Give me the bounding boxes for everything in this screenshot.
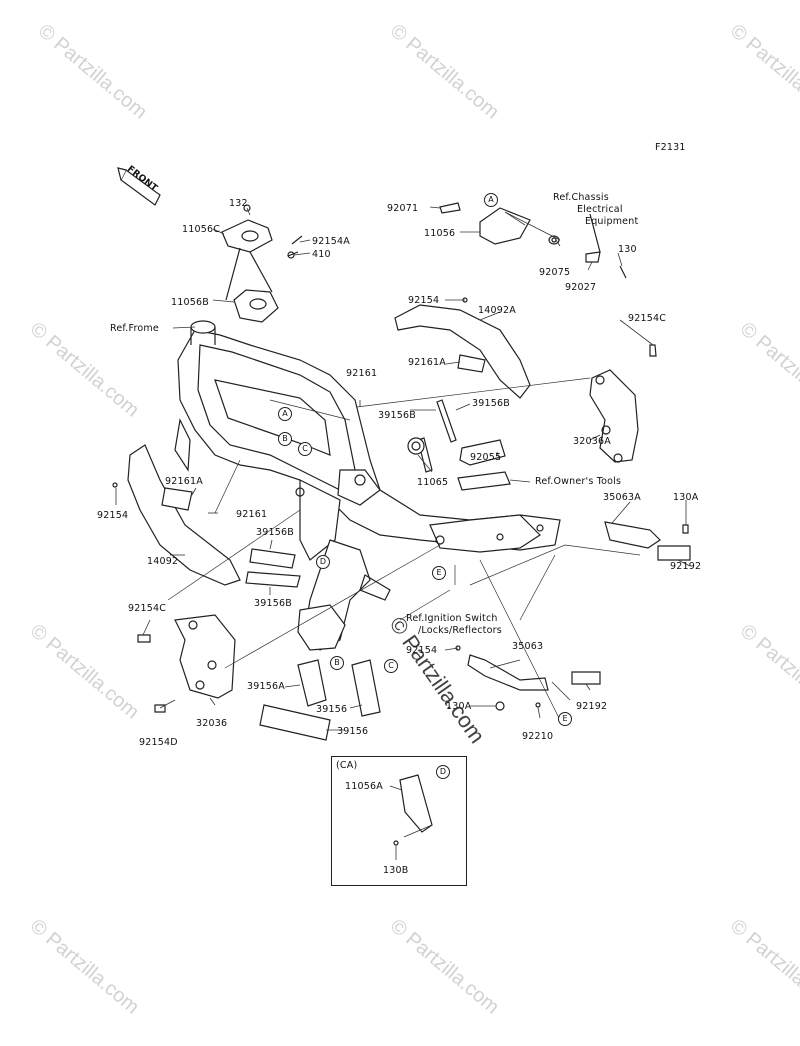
- part-label-39156a[interactable]: 39156A: [247, 681, 285, 692]
- part-label-92154c-left[interactable]: 92154C: [128, 603, 167, 614]
- part-label-92071[interactable]: 92071: [387, 203, 419, 214]
- part-label-132[interactable]: 132: [229, 198, 248, 209]
- ref-chassis-label-1[interactable]: Ref.Chassis: [553, 192, 609, 203]
- part-label-92154-top[interactable]: 92154: [408, 295, 440, 306]
- callout-d-frame: D: [316, 555, 330, 569]
- callout-b-pad: B: [330, 656, 344, 670]
- part-label-39156[interactable]: 39156: [316, 704, 348, 715]
- part-label-130b[interactable]: 130B: [383, 865, 409, 876]
- part-label-14092[interactable]: 14092: [147, 556, 179, 567]
- ca-label: (CA): [336, 760, 358, 771]
- part-label-92027[interactable]: 92027: [565, 282, 597, 293]
- part-label-11065[interactable]: 11065: [417, 477, 449, 488]
- part-label-92161a-left[interactable]: 92161A: [165, 476, 203, 487]
- ref-chassis-label-2[interactable]: Electrical: [577, 204, 623, 215]
- part-label-32036a[interactable]: 32036A: [573, 436, 611, 447]
- part-label-92161-left[interactable]: 92161: [236, 509, 268, 520]
- part-label-11056b[interactable]: 11056B: [171, 297, 209, 308]
- callout-d-ca: D: [436, 765, 450, 779]
- part-label-92192-right[interactable]: 92192: [670, 561, 702, 572]
- callout-c-frame: C: [298, 442, 312, 456]
- ref-frame-label[interactable]: Ref.Frome: [110, 323, 159, 334]
- part-label-39156-bottom[interactable]: 39156: [337, 726, 369, 737]
- callout-c-pad: C: [384, 659, 398, 673]
- part-label-92055[interactable]: 92055: [470, 452, 502, 463]
- ref-ignition-label-2[interactable]: /Locks/Reflectors: [418, 625, 502, 636]
- part-label-410[interactable]: 410: [312, 249, 331, 260]
- part-label-39156b-b[interactable]: 39156B: [378, 410, 416, 421]
- part-label-35063[interactable]: 35063: [512, 641, 544, 652]
- ref-chassis-label-3[interactable]: Equipment: [585, 216, 639, 227]
- part-label-35063a[interactable]: 35063A: [603, 492, 641, 503]
- ref-ignition-label-1[interactable]: Ref.Ignition Switch: [406, 613, 498, 624]
- part-label-130[interactable]: 130: [618, 244, 637, 255]
- part-label-14092a[interactable]: 14092A: [478, 305, 516, 316]
- part-label-11056[interactable]: 11056: [424, 228, 456, 239]
- part-label-92210[interactable]: 92210: [522, 731, 554, 742]
- callout-b-frame: B: [278, 432, 292, 446]
- part-label-11056a[interactable]: 11056A: [345, 781, 383, 792]
- part-label-130a-right[interactable]: 130A: [673, 492, 699, 503]
- front-arrow-icon: [117, 167, 161, 206]
- part-label-92154a[interactable]: 92154A: [312, 236, 350, 247]
- diagram-code: F2131: [655, 142, 686, 153]
- part-label-39156b-a[interactable]: 39156B: [472, 398, 510, 409]
- part-label-92161-top[interactable]: 92161: [346, 368, 378, 379]
- part-label-92075[interactable]: 92075: [539, 267, 571, 278]
- part-label-130a-bottom[interactable]: 130A: [446, 701, 472, 712]
- part-label-39156b-c[interactable]: 39156B: [256, 527, 294, 538]
- part-label-92154-mid[interactable]: 92154: [406, 645, 438, 656]
- part-label-11056c[interactable]: 11056C: [182, 224, 221, 235]
- part-label-92192-bottom[interactable]: 92192: [576, 701, 608, 712]
- part-label-92154d[interactable]: 92154D: [139, 737, 178, 748]
- part-label-32036[interactable]: 32036: [196, 718, 228, 729]
- part-label-92154-left[interactable]: 92154: [97, 510, 129, 521]
- callout-e-stand: E: [558, 712, 572, 726]
- callout-e-frame: E: [432, 566, 446, 580]
- callout-a-frame: A: [278, 407, 292, 421]
- part-label-92161a-top[interactable]: 92161A: [408, 357, 446, 368]
- part-label-92154c-top[interactable]: 92154C: [628, 313, 667, 324]
- ca-variant-box: [331, 756, 467, 886]
- ref-owners-tools-label[interactable]: Ref.Owner's Tools: [535, 476, 622, 487]
- callout-a-top: A: [484, 193, 498, 207]
- part-label-39156b-d[interactable]: 39156B: [254, 598, 292, 609]
